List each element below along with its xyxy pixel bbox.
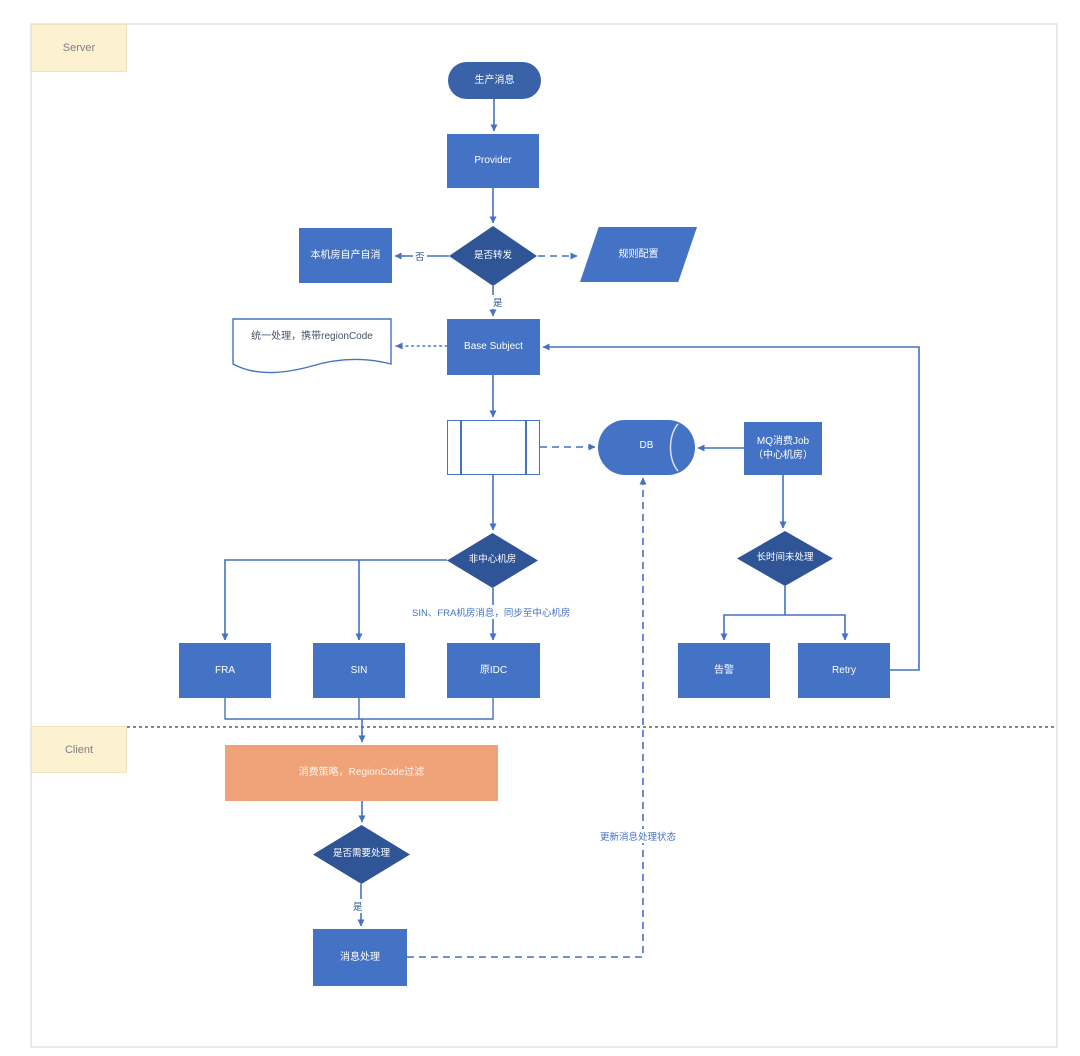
predefined-left-bar [460,421,462,474]
mq-job-label-line1: MQ消费Job [756,436,810,447]
node-fra[interactable]: FRA [179,643,271,698]
edge-process-db-status [407,477,647,958]
sin-label: SIN [350,664,368,676]
node-self-consume[interactable]: 本机房自产自消 [299,228,392,283]
node-consume-strategy[interactable]: 消费策略，RegionCode过滤 [225,745,498,801]
node-predefined-process[interactable] [447,420,540,475]
node-db[interactable]: DB [598,420,695,475]
db-label: DB [639,440,654,451]
origin-idc-label: 原IDC [479,664,508,676]
edge-retry-basesubject [542,343,920,671]
decision-timeout-label: 长时间未处理 [756,552,814,564]
mq-job-label-line2: （中心机房） [753,449,813,461]
node-start[interactable]: 生产消息 [448,62,541,99]
edge-noncentral-fra [221,559,447,641]
node-origin-idc[interactable]: 原IDC [447,643,540,698]
doc-note-label: 统一处理，携带regionCode [251,331,373,342]
consume-strategy-label: 消费策略，RegionCode过滤 [298,767,425,779]
node-sin[interactable]: SIN [313,643,405,698]
edge-timeout-retry [785,614,849,641]
document-shape-outline [232,318,392,374]
node-start-label: 生产消息 [474,74,515,86]
edge-label-sync-note: SIN、FRA机房消息，同步至中心机房 [410,605,573,619]
alert-label: 告警 [714,664,734,676]
predefined-right-bar [525,421,527,474]
edge-branches-merge [224,698,494,720]
edge-label-yes-forward: 是 [491,295,505,309]
retry-label: Retry [832,664,856,676]
rule-config-label: 规则配置 [618,248,659,260]
lane-label-server[interactable]: Server [31,24,127,72]
node-base-subject[interactable]: Base Subject [447,319,540,375]
page-border [30,23,1058,1048]
node-rule-config[interactable]: 规则配置 [580,227,697,282]
decision-noncentral-label: 非中心机房 [468,554,517,566]
edge-label-no: 否 [413,249,427,263]
lane-client-text: Client [64,743,94,756]
lane-label-client[interactable]: Client [31,726,127,773]
node-alert[interactable]: 告警 [678,643,770,698]
message-process-label: 消息处理 [340,951,380,963]
lane-server-text: Server [62,42,96,54]
decision-forward-label: 是否转发 [473,249,512,261]
edge-label-yes-process: 是 [351,899,365,913]
node-provider[interactable]: Provider [447,134,539,188]
node-retry[interactable]: Retry [798,643,890,698]
db-cylinder-shape [598,420,695,475]
fra-label: FRA [215,664,235,676]
node-message-process[interactable]: 消息处理 [313,929,407,986]
node-provider-label: Provider [474,155,512,167]
decision-need-label: 是否需要处理 [332,848,390,860]
self-consume-label: 本机房自产自消 [310,249,381,261]
node-doc-note[interactable]: 统一处理，携带regionCode [232,318,392,378]
base-subject-label: Base Subject [464,341,523,353]
node-mq-job[interactable]: MQ消费Job （中心机房） [744,422,822,475]
edge-timeout-alert [720,586,786,641]
edge-label-update-status: 更新消息处理状态 [598,829,679,843]
